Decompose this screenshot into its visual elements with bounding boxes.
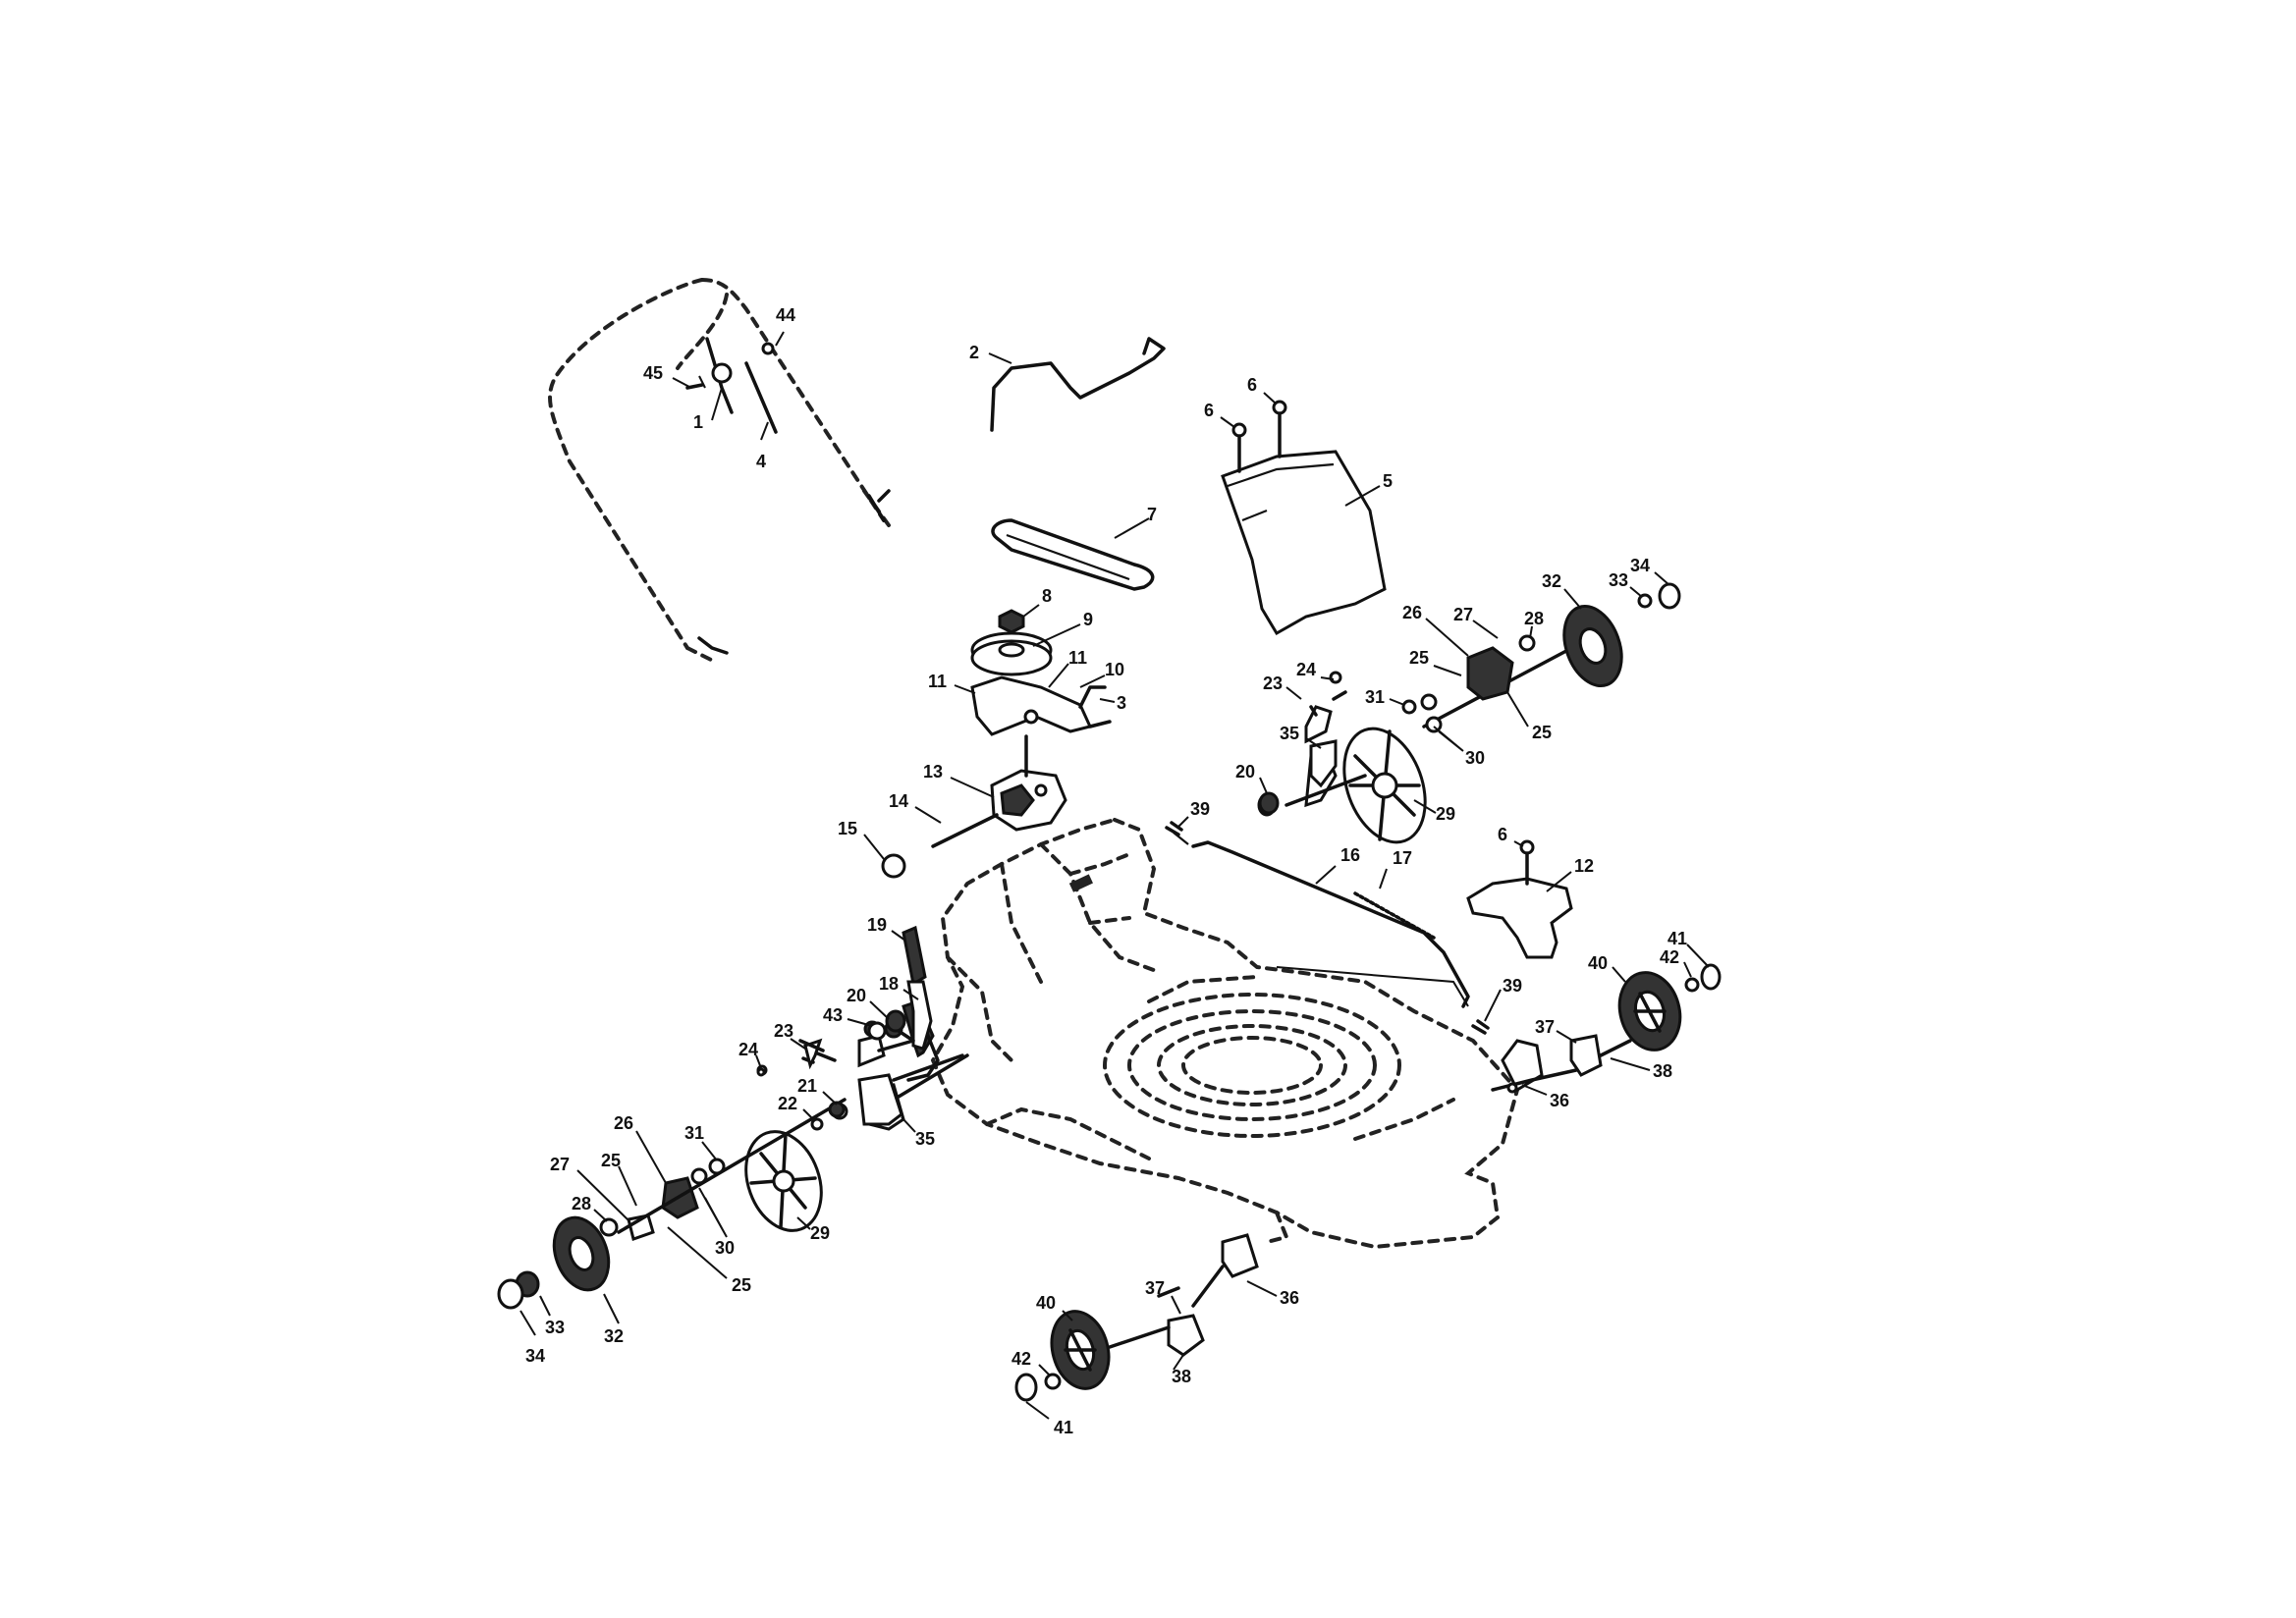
callout-35: 35 <box>915 1129 935 1149</box>
callout-26: 26 <box>1402 603 1422 622</box>
callout-44: 44 <box>776 305 795 325</box>
callout-9: 9 <box>1083 610 1093 629</box>
callout-30: 30 <box>1465 748 1485 768</box>
callout-25: 25 <box>1532 723 1552 742</box>
handle-outline <box>548 278 891 665</box>
callout-42: 42 <box>1011 1349 1031 1369</box>
callout-36: 36 <box>1280 1288 1299 1308</box>
callout-36: 36 <box>1550 1091 1569 1110</box>
right-rear-wheel-assembly <box>1257 582 1681 844</box>
callout-45: 45 <box>643 363 663 383</box>
callout-41: 41 <box>1667 929 1687 948</box>
callout-25: 25 <box>732 1275 751 1295</box>
callout-25: 25 <box>601 1151 621 1170</box>
callout-37: 37 <box>1145 1278 1165 1298</box>
rear-flap <box>1466 877 1573 959</box>
left-height-adjuster <box>756 925 964 1126</box>
callout-31: 31 <box>684 1123 704 1143</box>
callout-16: 16 <box>1340 845 1360 865</box>
callout-39: 39 <box>1190 799 1210 819</box>
callout-27: 27 <box>550 1155 570 1174</box>
callout-30: 30 <box>715 1238 735 1258</box>
handle-hardware <box>685 337 891 655</box>
callout-20: 20 <box>847 986 866 1005</box>
control-rod <box>990 337 1166 432</box>
callout-27: 27 <box>1453 605 1473 624</box>
callout-33: 33 <box>545 1318 565 1337</box>
callout-40: 40 <box>1588 953 1608 973</box>
callout-21: 21 <box>797 1076 817 1096</box>
callout-11: 11 <box>1068 648 1087 668</box>
callout-23: 23 <box>774 1021 793 1041</box>
callout-31: 31 <box>1365 687 1385 707</box>
callout-17: 17 <box>1393 848 1412 868</box>
callout-29: 29 <box>1436 804 1455 824</box>
clevis-pin <box>1471 1019 1490 1035</box>
callout-18: 18 <box>879 974 899 994</box>
callout-24: 24 <box>1296 660 1316 679</box>
callout-12: 12 <box>1574 856 1594 876</box>
callout-19: 19 <box>867 915 887 935</box>
callout-6: 6 <box>1204 401 1214 420</box>
callout-24: 24 <box>738 1040 758 1059</box>
callout-40: 40 <box>1036 1293 1056 1313</box>
callout-28: 28 <box>572 1194 591 1214</box>
callout-29: 29 <box>810 1223 830 1243</box>
left-front-wheel-assembly <box>1014 1233 1259 1402</box>
callout-25: 25 <box>1409 648 1429 668</box>
callout-3: 3 <box>1117 693 1126 713</box>
spring <box>1353 891 1436 940</box>
callout-38: 38 <box>1172 1367 1191 1386</box>
callout-15: 15 <box>838 819 857 838</box>
callout-22: 22 <box>778 1094 797 1113</box>
callout-8: 8 <box>1042 586 1052 606</box>
callout-20: 20 <box>1235 762 1255 782</box>
callout-13: 13 <box>923 762 943 782</box>
callout-28: 28 <box>1524 609 1544 628</box>
callout-39: 39 <box>1503 976 1522 996</box>
callout-23: 23 <box>1263 674 1283 693</box>
transmission <box>990 734 1067 832</box>
callout-42: 42 <box>1660 947 1679 967</box>
callout-5: 5 <box>1383 471 1393 491</box>
callout-32: 32 <box>1542 571 1561 591</box>
callout-33: 33 <box>1609 570 1628 590</box>
callout-14: 14 <box>889 791 908 811</box>
callout-6: 6 <box>1247 375 1257 395</box>
callout-32: 32 <box>604 1326 624 1346</box>
washer <box>881 853 906 879</box>
callout-1: 1 <box>693 412 703 432</box>
callout-2: 2 <box>969 343 979 362</box>
discharge-chute <box>1221 450 1387 636</box>
mower-deck <box>930 817 1520 1250</box>
callout-34: 34 <box>1630 556 1650 575</box>
transmission-bracket <box>970 675 1112 736</box>
callout-35: 35 <box>1280 724 1299 743</box>
right-height-adjuster <box>1258 671 1342 815</box>
callout-26: 26 <box>614 1113 633 1133</box>
callout-38: 38 <box>1653 1061 1672 1081</box>
callout-labels: 1 2 3 4 5 6 6 6 7 8 9 10 11 11 12 13 1 <box>519 305 1710 1437</box>
pulley-assembly <box>970 609 1053 676</box>
callout-11: 11 <box>928 672 947 691</box>
drive-axle <box>931 813 999 848</box>
clevis-pin <box>1165 821 1183 836</box>
callout-34: 34 <box>525 1346 545 1366</box>
drive-belt <box>991 518 1155 591</box>
callout-4: 4 <box>756 452 766 471</box>
callout-41: 41 <box>1054 1418 1073 1437</box>
callout-37: 37 <box>1535 1017 1555 1037</box>
callout-7: 7 <box>1147 505 1157 524</box>
right-front-wheel-assembly <box>1491 963 1722 1094</box>
callout-43: 43 <box>823 1005 843 1025</box>
callout-10: 10 <box>1105 660 1124 679</box>
callout-6: 6 <box>1498 825 1507 844</box>
height-adjust-rod <box>1191 840 1470 1008</box>
